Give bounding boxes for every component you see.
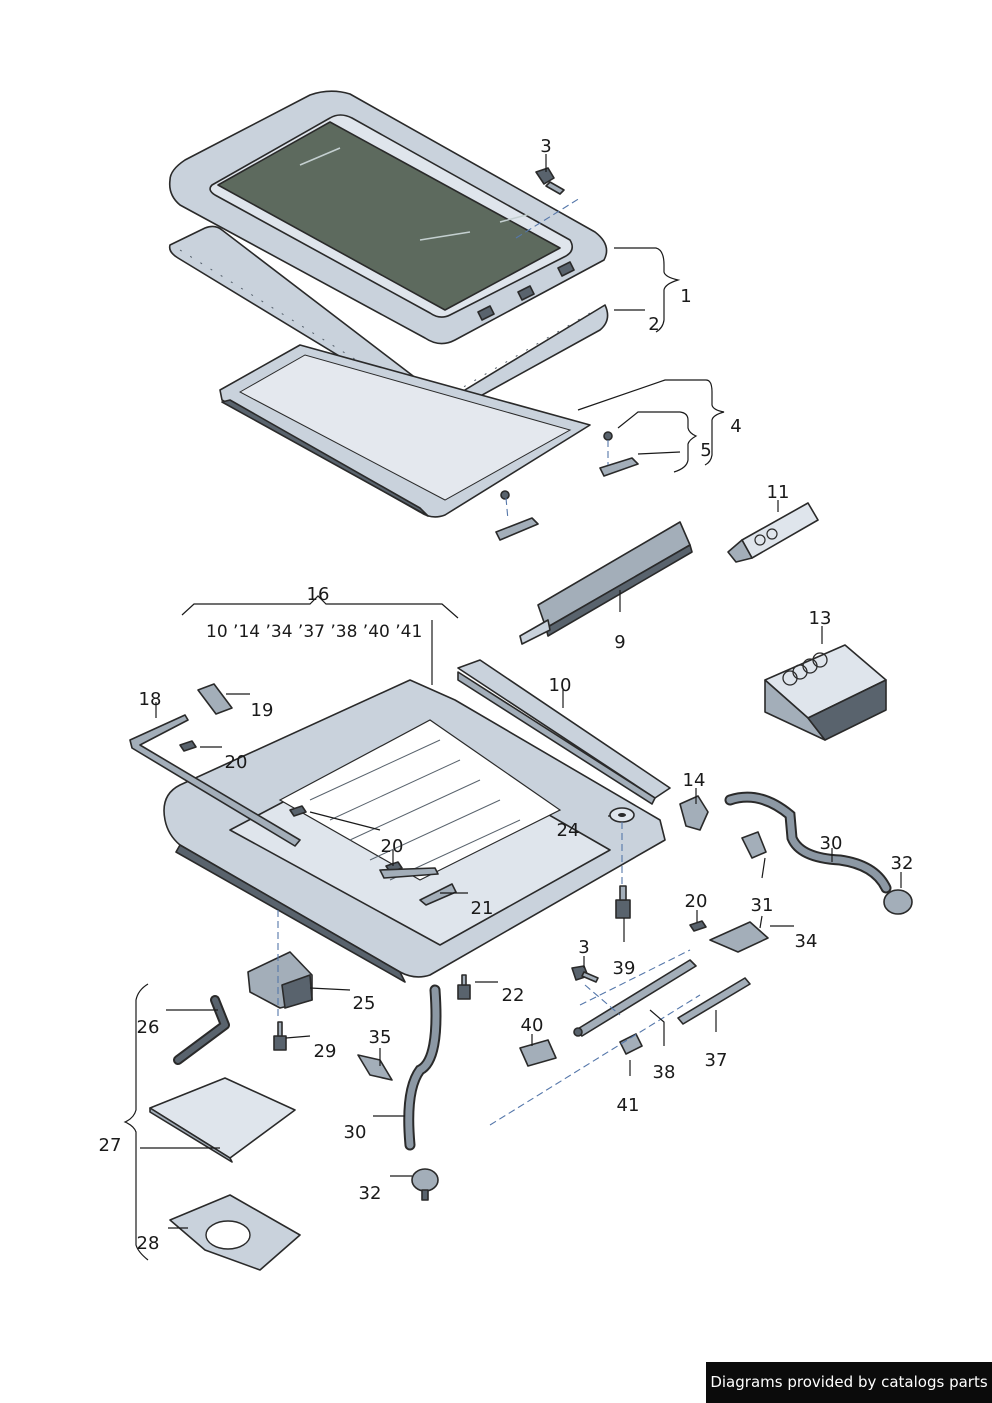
clip-19-part bbox=[197, 683, 233, 715]
hose-right-part bbox=[724, 791, 892, 894]
drain-strip-part bbox=[129, 714, 301, 847]
clip-41-part bbox=[619, 1033, 643, 1055]
callout-31: 31 bbox=[751, 895, 774, 916]
washer-part bbox=[609, 807, 635, 823]
screw-39-part bbox=[615, 885, 631, 919]
callout-41: 41 bbox=[617, 1095, 640, 1116]
callout-18: 18 bbox=[139, 689, 162, 710]
callout-3-lower: 3 bbox=[578, 937, 589, 958]
callout-27: 27 bbox=[99, 1135, 122, 1156]
callout-34: 34 bbox=[795, 931, 818, 952]
cross-member-part bbox=[457, 659, 671, 805]
callout-13: 13 bbox=[809, 608, 832, 629]
rod-37-part bbox=[677, 977, 751, 1025]
screw-22-part bbox=[457, 974, 471, 1000]
sunroof-frame-part bbox=[163, 679, 666, 983]
callout-30-right: 30 bbox=[820, 833, 843, 854]
callout-35: 35 bbox=[369, 1027, 392, 1048]
callout-16-subparts: 10 ’14 ’34 ’37 ’38 ’40 ’41 bbox=[206, 622, 422, 642]
valve-right-part bbox=[883, 889, 913, 915]
clip-35-part bbox=[357, 1054, 393, 1081]
bracket-34-part bbox=[709, 921, 769, 953]
callout-24: 24 bbox=[557, 820, 580, 841]
callout-labels: 3 1 2 4 5 11 9 13 16 10 ’14 ’34 ’37 ’38 … bbox=[99, 136, 914, 1254]
assembly-dashed-lines bbox=[277, 197, 701, 1126]
callout-22: 22 bbox=[502, 985, 525, 1006]
screw-29-part bbox=[273, 1021, 287, 1051]
callout-16: 16 bbox=[307, 584, 330, 605]
leader-lines bbox=[123, 154, 902, 1261]
callout-5: 5 bbox=[700, 440, 711, 461]
callout-38: 38 bbox=[653, 1062, 676, 1083]
callout-29: 29 bbox=[314, 1041, 337, 1062]
motor-part bbox=[247, 951, 313, 1009]
bracket-28-part bbox=[169, 1194, 301, 1271]
clip-40-part bbox=[519, 1039, 557, 1067]
connector-14-part bbox=[679, 795, 709, 831]
crank-part bbox=[173, 995, 230, 1065]
callout-19: 19 bbox=[251, 700, 274, 721]
clip-31-part bbox=[741, 831, 767, 859]
screw-part bbox=[535, 167, 565, 195]
callout-39: 39 bbox=[613, 958, 636, 979]
valve-lower-part bbox=[411, 1168, 439, 1201]
grease-tube-part bbox=[727, 502, 819, 563]
callout-32-lower: 32 bbox=[359, 1183, 382, 1204]
callout-26: 26 bbox=[137, 1017, 160, 1038]
callout-3-top: 3 bbox=[540, 136, 551, 157]
callout-14: 14 bbox=[683, 770, 706, 791]
callout-40: 40 bbox=[521, 1015, 544, 1036]
hose-lower-part bbox=[403, 984, 442, 1151]
repair-kit-box-part bbox=[764, 644, 887, 741]
cable-38-part bbox=[573, 959, 697, 1037]
callout-2: 2 bbox=[648, 314, 659, 335]
cover-27-part bbox=[149, 1077, 296, 1163]
sunshade-clip-part bbox=[495, 431, 639, 541]
callout-20-c: 20 bbox=[685, 891, 708, 912]
guide-rail-cover-part bbox=[519, 521, 693, 645]
callout-28: 28 bbox=[137, 1233, 160, 1254]
callout-9: 9 bbox=[614, 632, 625, 653]
callout-1: 1 bbox=[680, 286, 691, 307]
callout-20-b: 20 bbox=[381, 836, 404, 857]
sunshade-part bbox=[219, 344, 591, 518]
callout-32-right: 32 bbox=[891, 853, 914, 874]
screw-lower-part bbox=[571, 965, 599, 983]
callout-21: 21 bbox=[471, 898, 494, 919]
callout-4: 4 bbox=[730, 416, 741, 437]
callout-10: 10 bbox=[549, 675, 572, 696]
callout-25: 25 bbox=[353, 993, 376, 1014]
callout-30-lower: 30 bbox=[344, 1122, 367, 1143]
glass-panel-part bbox=[168, 90, 608, 345]
bracket-21-part bbox=[379, 867, 457, 906]
callout-37: 37 bbox=[705, 1050, 728, 1071]
credit-banner: Diagrams provided by catalogs parts bbox=[706, 1362, 992, 1403]
callout-11: 11 bbox=[767, 482, 790, 503]
callout-20-a: 20 bbox=[225, 752, 248, 773]
